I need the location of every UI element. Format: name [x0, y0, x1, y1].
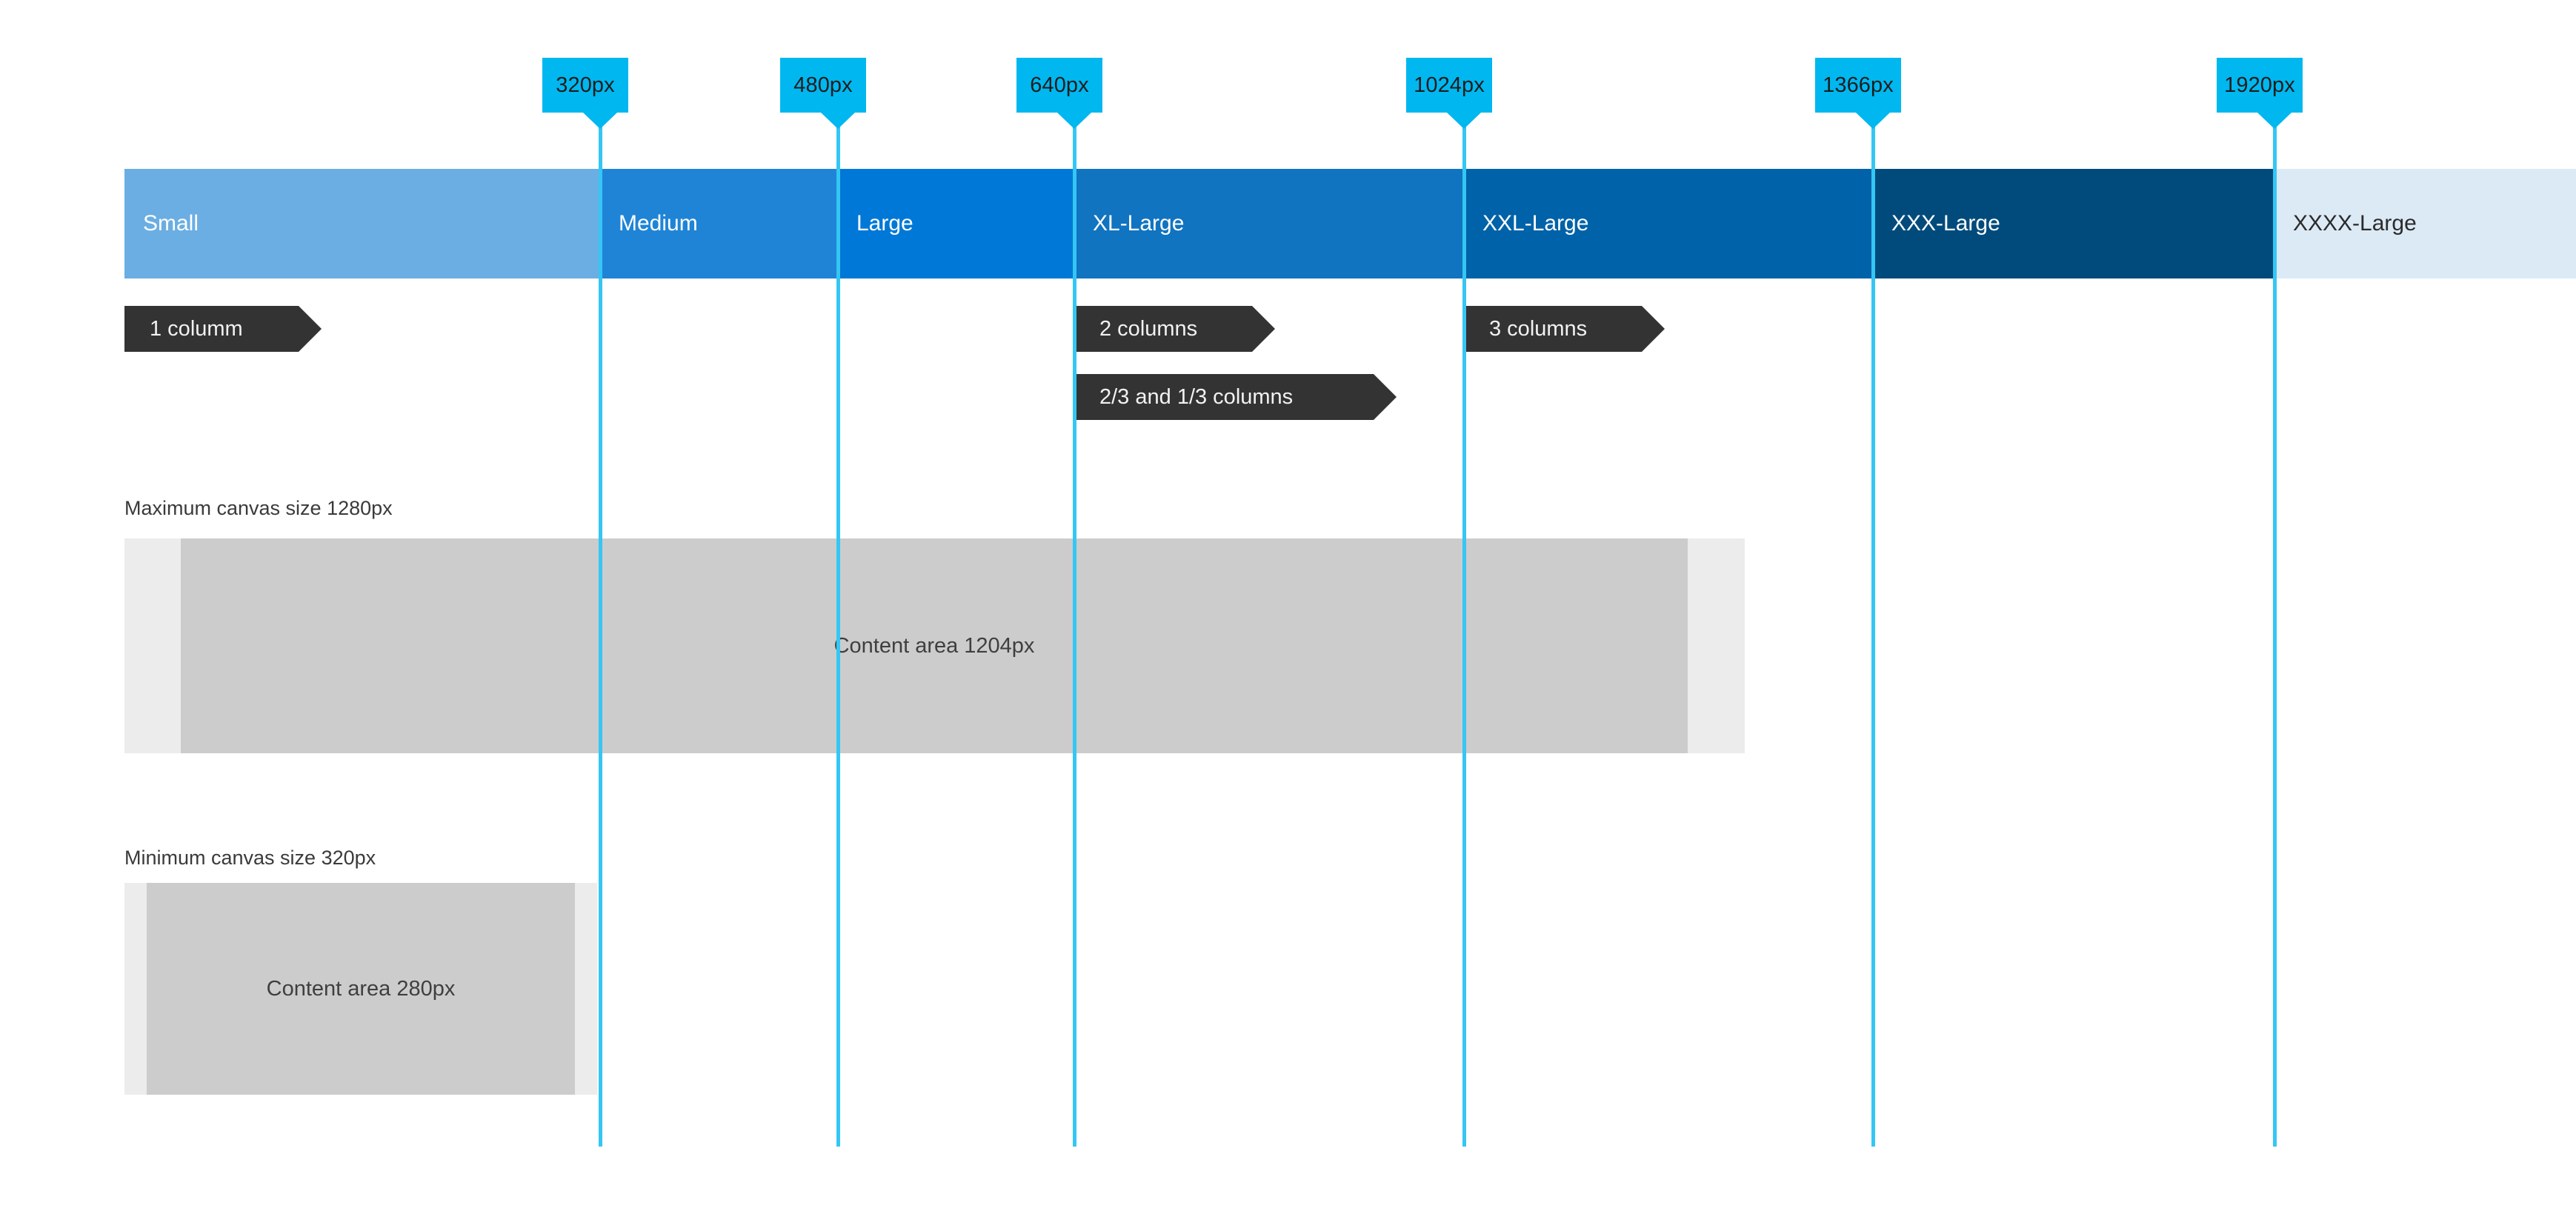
tag-pointer-icon — [1856, 113, 1890, 129]
column-callout-4: 2/3 and 1/3 columns — [1074, 374, 1397, 420]
size-class-band-label: Small — [143, 211, 199, 236]
breakpoint-tag-480px: 480px — [780, 58, 866, 129]
arrow-right-icon — [299, 306, 322, 352]
canvas-size-caption-1: Maximum canvas size 1280px — [124, 497, 393, 519]
breakpoint-tag-label: 640px — [1030, 73, 1089, 97]
column-callout-label: 2 columns — [1099, 316, 1198, 341]
size-class-band-strip: Small Medium Large XL-Large XXL-Large XXX-Lar… — [124, 169, 2576, 278]
column-callout-2: 2 columns — [1074, 306, 1275, 352]
content-area-block-2: Content area 280px — [147, 883, 575, 1095]
canvas-size-caption-2: Minimum canvas size 320px — [124, 847, 376, 869]
column-callout-1: 1 columm — [124, 306, 322, 352]
size-class-band-label: Medium — [619, 211, 698, 236]
breakpoint-line-320px — [599, 102, 602, 1147]
content-area-block-1: Content area 1204px — [181, 538, 1688, 753]
breakpoint-tag-1920px: 1920px — [2217, 58, 2303, 129]
arrow-right-icon — [1252, 306, 1275, 352]
breakpoint-line-640px — [1073, 102, 1076, 1147]
size-class-band-label: XXL-Large — [1482, 211, 1589, 236]
breakpoint-tag-320px: 320px — [542, 58, 628, 129]
size-class-band-XXXX-Large: XXXX-Large — [2274, 169, 2576, 278]
size-class-band-label: XL-Large — [1093, 211, 1185, 236]
size-class-band-label: XXX-Large — [1891, 211, 2000, 236]
tag-pointer-icon — [821, 113, 855, 129]
column-callout-label: 2/3 and 1/3 columns — [1099, 384, 1294, 409]
tag-pointer-icon — [583, 113, 617, 129]
breakpoint-tag-label: 1920px — [2224, 73, 2295, 97]
arrow-right-icon — [1374, 374, 1397, 420]
breakpoint-tag-1366px: 1366px — [1815, 58, 1901, 129]
size-class-band-Medium: Medium — [600, 169, 838, 278]
tag-pointer-icon — [1057, 113, 1091, 129]
breakpoint-tag-label: 1366px — [1823, 73, 1894, 97]
content-area-label: Content area 280px — [266, 976, 456, 1001]
breakpoint-line-1366px — [1871, 102, 1875, 1147]
breakpoint-line-1920px — [2273, 102, 2277, 1147]
size-class-band-label: Large — [856, 211, 913, 236]
size-class-band-XXX-Large: XXX-Large — [1873, 169, 2274, 278]
size-class-band-label: XXXX-Large — [2293, 211, 2417, 236]
size-class-band-XL-Large: XL-Large — [1074, 169, 1464, 278]
size-class-band-Small: Small — [124, 169, 600, 278]
size-class-band-Large: Large — [838, 169, 1074, 278]
arrow-right-icon — [1642, 306, 1665, 352]
column-callout-label: 1 columm — [150, 316, 243, 341]
breakpoint-tag-label: 1024px — [1414, 73, 1485, 97]
content-area-label: Content area 1204px — [833, 633, 1035, 658]
tag-pointer-icon — [2257, 113, 2292, 129]
breakpoint-tag-1024px: 1024px — [1406, 58, 1492, 129]
breakpoint-line-1024px — [1462, 102, 1466, 1147]
breakpoint-tag-640px: 640px — [1016, 58, 1102, 129]
breakpoint-tag-label: 480px — [793, 73, 853, 97]
tag-pointer-icon — [1447, 113, 1481, 129]
breakpoint-tag-label: 320px — [556, 73, 615, 97]
column-callout-label: 3 columns — [1489, 316, 1588, 341]
size-class-band-XXL-Large: XXL-Large — [1464, 169, 1873, 278]
breakpoint-line-480px — [836, 102, 840, 1147]
column-callout-3: 3 columns — [1464, 306, 1665, 352]
